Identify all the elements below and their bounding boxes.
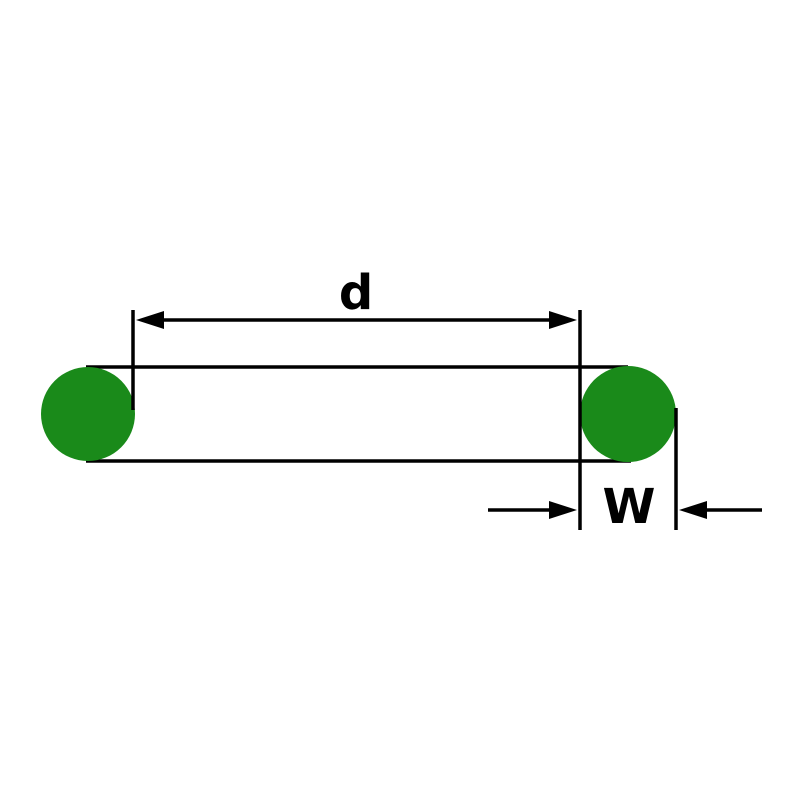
oring-cross-section-left xyxy=(41,367,135,461)
arrowhead-w-right xyxy=(679,501,707,519)
label-inner-diameter-d: d xyxy=(339,265,373,321)
arrowhead-d-left xyxy=(136,311,164,329)
label-cross-section-w: W xyxy=(603,479,656,535)
arrowhead-w-left xyxy=(549,501,577,519)
oring-cross-section-right xyxy=(580,366,676,462)
arrowhead-d-right xyxy=(549,311,577,329)
